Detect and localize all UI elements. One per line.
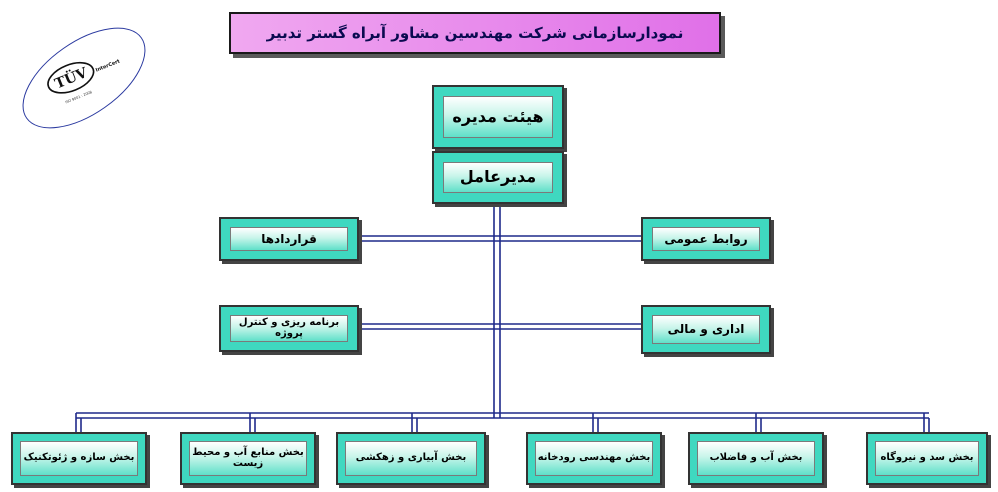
branch-line-row2 — [359, 323, 641, 330]
tuv-logo: TÜV InterCert ISO 9001 : 2008 — [22, 27, 146, 129]
planning-control-label: برنامه ریزی و کنترل پروژه — [230, 315, 348, 342]
logo-brand: TÜV — [52, 62, 91, 93]
board-label: هیئت مدیره — [443, 96, 553, 138]
department-box: بخش آب و فاضلاب — [688, 432, 824, 485]
department-box: بخش سد و نیروگاه — [866, 432, 988, 485]
department-box: بخش آبیاری و زهکشی — [336, 432, 486, 485]
public-relations-box: روابط عمومی — [641, 217, 771, 261]
admin-finance-label: اداری و مالی — [652, 315, 760, 344]
department-label: بخش سد و نیروگاه — [875, 441, 979, 476]
department-label: بخش آب و فاضلاب — [697, 441, 815, 476]
department-label: بخش سازه و ژئوتکنیک — [20, 441, 138, 476]
logo-sub: InterCert — [95, 58, 122, 73]
planning-control-box: برنامه ریزی و کنترل پروژه — [219, 305, 359, 352]
chart-title: نمودارسازمانی شرکت مهندسین مشاور آبراه گ… — [229, 12, 721, 54]
admin-finance-box: اداری و مالی — [641, 305, 771, 354]
ceo-box: مدیرعامل — [432, 151, 564, 204]
board-box: هیئت مدیره — [432, 85, 564, 149]
branch-line-row1 — [359, 235, 641, 242]
department-box: بخش منابع آب و محیط زیست — [180, 432, 316, 485]
department-box: بخش مهندسی رودخانه — [526, 432, 662, 485]
department-label: بخش مهندسی رودخانه — [535, 441, 653, 476]
department-label: بخش آبیاری و زهکشی — [345, 441, 477, 476]
contracts-label: قراردادها — [230, 227, 348, 251]
contracts-box: قراردادها — [219, 217, 359, 261]
public-relations-label: روابط عمومی — [652, 227, 760, 251]
ceo-label: مدیرعامل — [443, 162, 553, 193]
department-label: بخش منابع آب و محیط زیست — [189, 441, 307, 476]
department-box: بخش سازه و ژئوتکنیک — [11, 432, 147, 485]
department-bus-line — [75, 412, 930, 432]
